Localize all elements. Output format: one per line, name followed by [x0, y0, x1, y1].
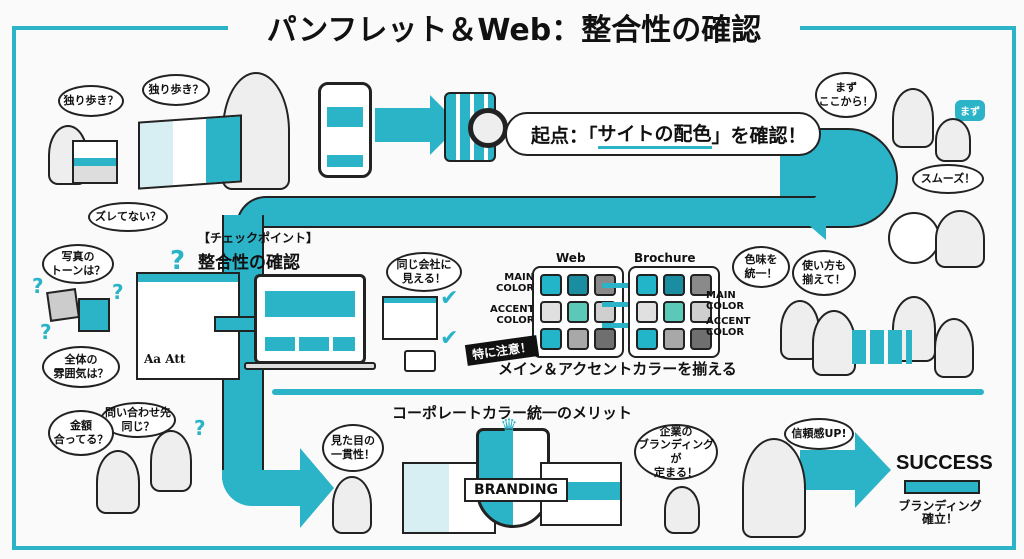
accent-color-label: ACCENT COLOR [490, 304, 535, 326]
color-swatch [690, 301, 712, 323]
checkmark-icon: ✔ [440, 326, 459, 351]
color-swatch [663, 328, 685, 350]
man-pointing-illustration [935, 210, 985, 268]
color-swatch [636, 301, 658, 323]
speech-bubble: 信頼感UP! [784, 418, 854, 450]
color-swatch [663, 274, 685, 296]
color-swatch [690, 274, 712, 296]
color-swatch [567, 274, 589, 296]
speech-bubble: まず ここから！ [815, 72, 877, 118]
success-label: SUCCESS [896, 452, 993, 474]
main-color-label: MAIN COLOR [706, 290, 745, 312]
branding-ribbon: BRANDING [464, 478, 569, 502]
flow-band-middle [236, 196, 816, 228]
photo-illustration [46, 288, 80, 322]
crown-icon: ♛ [500, 414, 518, 438]
color-swatch [594, 328, 616, 350]
checkpoint-heading: 整合性の確認 [198, 253, 300, 273]
woman-illustration [892, 88, 934, 148]
magnifier-icon [468, 108, 508, 148]
speech-bubble: 色味を 統一！ [732, 246, 790, 288]
mazu-badge: まず [955, 100, 985, 121]
result-label: ブランディング 確立！ [898, 499, 982, 527]
laptop-base [244, 362, 376, 370]
thought-bubble: 金額 合ってる？ [48, 410, 114, 456]
speech-bubble: 同じ会社に 見える！ [386, 252, 462, 292]
speech-bubble: 使い方も 揃えて！ [792, 250, 856, 296]
woman-illustration [935, 118, 971, 162]
flow-arrowhead-middle [796, 188, 826, 240]
typography-sample: Aa Att [144, 352, 186, 366]
web-label: Web [556, 251, 586, 265]
speech-bubble: 全体の 雰囲気は？ [42, 346, 120, 388]
laptop-illustration [254, 274, 366, 364]
color-swatch [540, 328, 562, 350]
start-suffix: 」を確認！ [711, 124, 807, 147]
flow-arrow-top [375, 108, 435, 142]
color-swatch [567, 328, 589, 350]
woman-illustration [664, 486, 700, 534]
merit-heading: コーポレートカラー統一のメリット [392, 404, 633, 422]
brochure-label: Brochure [634, 251, 696, 265]
thought-bubble: 独り歩き？ [142, 74, 210, 106]
question-mark-icon: ? [40, 320, 52, 344]
question-mark-icon: ? [32, 274, 44, 298]
color-swatch [663, 301, 685, 323]
success-ribbon [904, 480, 980, 494]
speech-bubble: スムーズ！ [912, 164, 984, 194]
start-highlight: サイトの配色 [597, 119, 712, 149]
start-prefix: 起点：「 [531, 124, 598, 147]
color-swatch [636, 274, 658, 296]
leaflet-illustration [72, 140, 118, 184]
team-discussion-illustration [934, 318, 974, 378]
person-illustration [332, 476, 372, 534]
start-point-callout: 起点：「サイトの配色」を確認！ [505, 112, 821, 156]
photo-illustration [78, 298, 110, 332]
arrowhead-success [855, 432, 891, 508]
webpage-card-illustration [382, 296, 438, 340]
team-illustration [888, 212, 940, 264]
page-title: パンフレット＆Web：整合性の確認 [228, 8, 800, 54]
flow-band-bottom [222, 470, 312, 506]
businessman-thumbs-up-illustration [742, 438, 806, 538]
checkmark-icon: ✔ [440, 286, 459, 311]
brochure-color-grid [628, 266, 720, 358]
web-color-grid [532, 266, 624, 358]
thought-bubble: ズレてない？ [88, 202, 168, 232]
compare-arrow-icon [602, 283, 628, 288]
compare-arrow-icon [602, 323, 628, 328]
main-color-label: MAIN COLOR [496, 272, 535, 294]
speech-bubble: 企業の ブランディングが 定まる！ [634, 424, 718, 480]
compare-arrow-icon [602, 302, 628, 307]
man-thinking-illustration [96, 450, 140, 514]
id-card-icon [404, 350, 436, 372]
color-swatch [540, 274, 562, 296]
smartphone-illustration [318, 82, 372, 178]
color-swatch [636, 328, 658, 350]
accent-color-label: ACCENT COLOR [706, 316, 751, 338]
color-cards-illustration [852, 330, 912, 364]
speech-bubble: 写真の トーンは？ [42, 244, 114, 284]
color-swatch [540, 301, 562, 323]
speech-bubble: 見た目の 一貫性！ [322, 424, 384, 472]
divider-line [272, 389, 984, 395]
color-swatch [690, 328, 712, 350]
arrow-to-success [800, 450, 860, 490]
brochure-illustration [138, 114, 242, 190]
color-note: メイン＆アクセントカラーを揃える [498, 360, 737, 378]
woman-on-phone-illustration [150, 430, 192, 492]
checkpoint-subheading: 【チェックポイント】 [198, 231, 319, 245]
team-discussion-illustration [812, 310, 856, 376]
question-mark-icon: ? [170, 246, 186, 276]
question-mark-icon: ? [194, 416, 206, 440]
question-mark-icon: ? [112, 280, 124, 304]
color-swatch [567, 301, 589, 323]
speech-bubble: 独り歩き？ [58, 85, 124, 117]
